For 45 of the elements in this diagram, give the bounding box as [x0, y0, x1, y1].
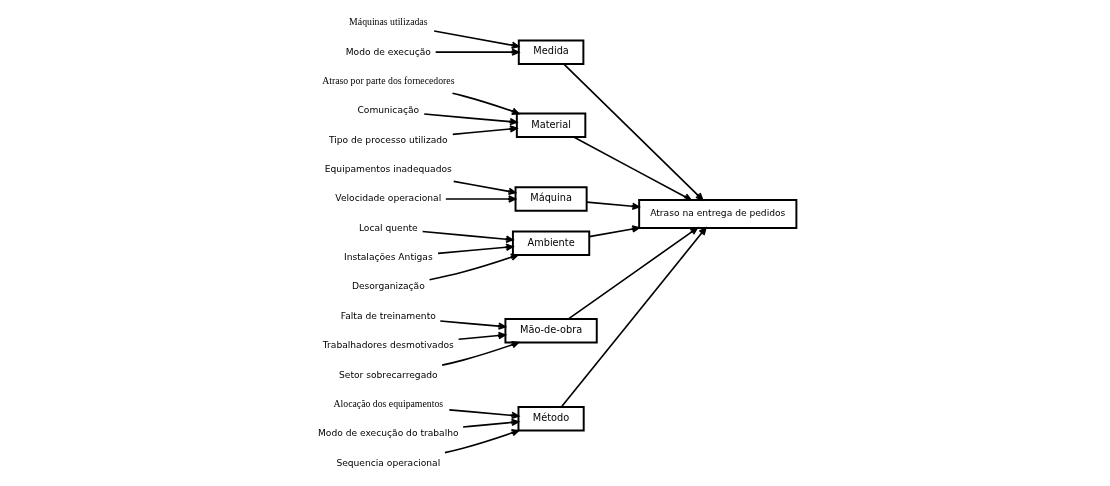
node-text: Setor sobrecarregado	[338, 369, 438, 380]
node-text: Modo de execução do trabalho	[318, 428, 459, 439]
arrow	[441, 341, 520, 366]
arrow	[445, 195, 517, 203]
arrow	[428, 253, 519, 281]
node-text: Alocação dos equipamentos	[333, 397, 444, 409]
arrow	[457, 331, 507, 341]
arrow	[451, 92, 520, 115]
node-text: Modo de execução	[345, 46, 431, 57]
node-text: Local quente	[358, 222, 418, 233]
arrow	[586, 201, 640, 211]
node-text: Equipamentos inadequados	[324, 164, 452, 175]
arrow	[462, 418, 520, 428]
arrow	[421, 230, 514, 243]
node-box: Ambiente	[511, 230, 591, 257]
arrow	[444, 429, 520, 454]
node-box: Medida	[517, 39, 585, 65]
arrow	[451, 125, 518, 136]
arrow	[560, 227, 707, 408]
node-text: Sequencia operacional	[336, 457, 441, 468]
node-box: Método	[517, 406, 585, 432]
arrow	[439, 320, 507, 330]
arrow	[433, 30, 520, 49]
node-box: Material	[515, 112, 587, 138]
node-text: Trabalhadores desmotivados	[322, 340, 454, 351]
node-box: Máquina	[514, 186, 588, 212]
node-text: Velocidade operacional	[335, 193, 442, 204]
node-text: Atraso por parte dos fornecedores	[322, 74, 455, 86]
node-text: Comunicação	[357, 105, 420, 116]
node-text: Desorganização	[351, 281, 425, 292]
node-text: Falta de treinamento	[340, 310, 436, 321]
node-box: Atraso na entrega de pedidos	[638, 198, 798, 229]
arrow	[572, 136, 692, 201]
arrow	[434, 48, 520, 56]
node-text: Instalações Antigas	[343, 252, 433, 263]
arrow	[567, 227, 699, 320]
node-box: Mão-de-obra	[504, 318, 598, 344]
arrow	[588, 225, 640, 238]
node-text: Máquinas utilizadas	[349, 16, 428, 28]
arrow	[423, 113, 518, 126]
node-text: Tipo de processo utilizado	[328, 134, 448, 145]
arrow	[563, 63, 704, 201]
arrow	[448, 409, 520, 420]
arrow	[452, 180, 517, 196]
arrow	[437, 243, 514, 255]
